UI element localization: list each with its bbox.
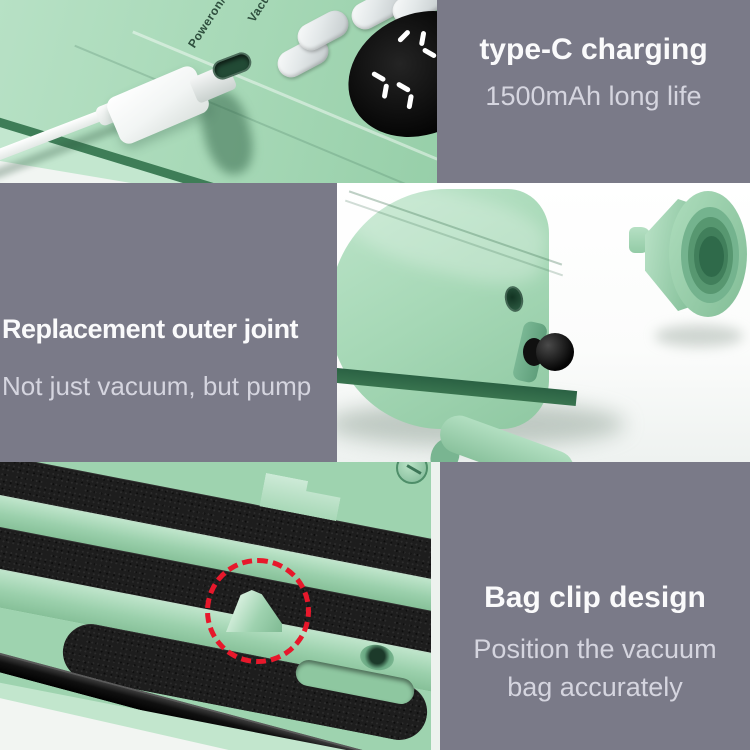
caption-panel-bag-clip: Bag clip design Position the vacuum bag …: [440, 462, 750, 750]
photo-outer-joint: [337, 183, 750, 462]
caption-panel-type-c: type-C charging 1500mAh long life: [437, 0, 750, 183]
caption-text-block: Bag clip design Position the vacuum bag …: [440, 580, 750, 706]
display-segment: [370, 70, 387, 83]
screw-slot: [406, 464, 422, 475]
caption-title: Bag clip design: [484, 581, 706, 614]
display-segment: [395, 81, 412, 94]
photo-usb-c-charging: Poweron/T Vacuu: [0, 0, 437, 183]
display-segment: [381, 83, 390, 99]
photo-edge: [431, 462, 440, 750]
display-segment: [396, 29, 411, 44]
caption-panel-joint: Replacement outer joint Not just vacuum,…: [0, 183, 337, 462]
joint-shadow: [655, 325, 743, 347]
screw: [396, 462, 428, 484]
caption-text-block: type-C charging 1500mAh long life: [437, 32, 750, 112]
caption-subtitle: Not just vacuum, but pump: [2, 371, 312, 401]
photo-bag-clip: [0, 462, 440, 750]
display-segment: [418, 30, 427, 47]
caption-subtitle: Position the vacuum bag accurately: [473, 634, 717, 702]
caption-title: type-C charging: [479, 33, 708, 66]
joint-cup-cavity: [699, 236, 724, 277]
nozzle-knob: [536, 333, 574, 371]
highlight-circle: [205, 558, 311, 664]
caption-subtitle: 1500mAh long life: [485, 81, 702, 111]
display-segment: [406, 93, 414, 110]
button-label-poweron: Poweron/T: [185, 0, 233, 51]
caption-title: Replacement outer joint: [2, 314, 299, 344]
button-label-vacuum: Vacuu: [244, 0, 278, 25]
display-segment: [421, 47, 437, 59]
